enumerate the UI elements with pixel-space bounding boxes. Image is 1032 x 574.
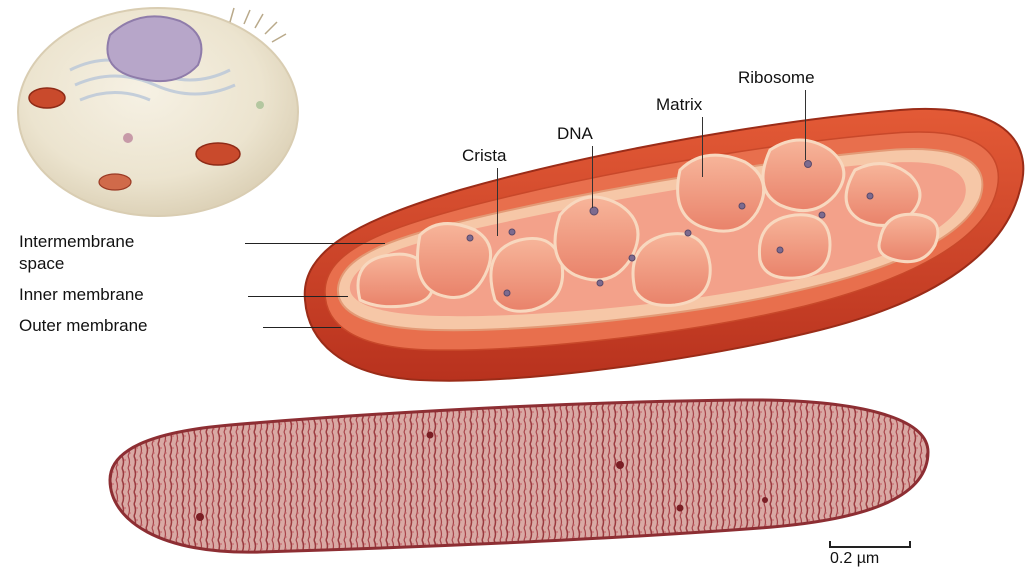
matrix-granule <box>739 203 745 209</box>
label-ribosome: Ribosome <box>738 68 815 88</box>
micrograph-granule <box>616 461 624 469</box>
matrix-granule <box>867 193 873 199</box>
nucleus <box>107 16 201 81</box>
leader-matrix <box>702 117 703 177</box>
matrix-granule <box>777 247 783 253</box>
electron-micrograph <box>110 400 928 552</box>
label-inner-membrane: Inner membrane <box>19 285 144 305</box>
matrix-granule <box>509 229 515 235</box>
matrix-granule <box>685 230 691 236</box>
matrix-granule <box>819 212 825 218</box>
micrograph-granule <box>196 513 204 521</box>
leader-ribosome <box>805 90 806 160</box>
cell-illustration <box>18 8 298 216</box>
crista-fold <box>491 238 563 311</box>
scale-bar <box>829 546 911 548</box>
matrix-granule <box>629 255 635 261</box>
matrix-granule <box>597 280 603 286</box>
crista-fold <box>879 214 938 261</box>
matrix-granule <box>504 290 510 296</box>
cell-mitochondrion-2 <box>196 143 240 165</box>
scale-bar-tick-right <box>909 541 911 548</box>
ribosome-granule <box>805 161 812 168</box>
crista-fold <box>759 215 830 278</box>
label-outer-membrane: Outer membrane <box>19 316 148 336</box>
label-intermembrane-space-line2: space <box>19 254 64 274</box>
label-crista: Crista <box>462 146 506 166</box>
crista-fold <box>678 155 764 231</box>
crista-fold <box>633 234 710 306</box>
label-intermembrane-space-line1: Intermembrane <box>19 232 134 252</box>
scale-bar-label: 0.2 µm <box>830 549 879 569</box>
leader-intermembrane-space <box>245 243 385 244</box>
leader-inner-membrane <box>248 296 348 297</box>
leader-crista <box>497 168 498 236</box>
dna-granule <box>590 207 598 215</box>
label-matrix: Matrix <box>656 95 702 115</box>
cell-vesicle <box>256 101 264 109</box>
mitochondrion-cutaway <box>305 109 1024 381</box>
leader-outer-membrane <box>263 327 341 328</box>
matrix-granule <box>467 235 473 241</box>
micrograph-granule <box>762 497 768 503</box>
cell-mitochondrion-3 <box>99 174 131 190</box>
micrograph-granule <box>427 432 434 439</box>
crista-fold <box>763 140 844 211</box>
micrograph-granule <box>677 505 684 512</box>
cell-mitochondrion-1 <box>29 88 65 108</box>
cell-vesicle <box>123 133 133 143</box>
leader-dna <box>592 146 593 208</box>
micrograph-outline <box>110 400 928 552</box>
label-dna: DNA <box>557 124 593 144</box>
